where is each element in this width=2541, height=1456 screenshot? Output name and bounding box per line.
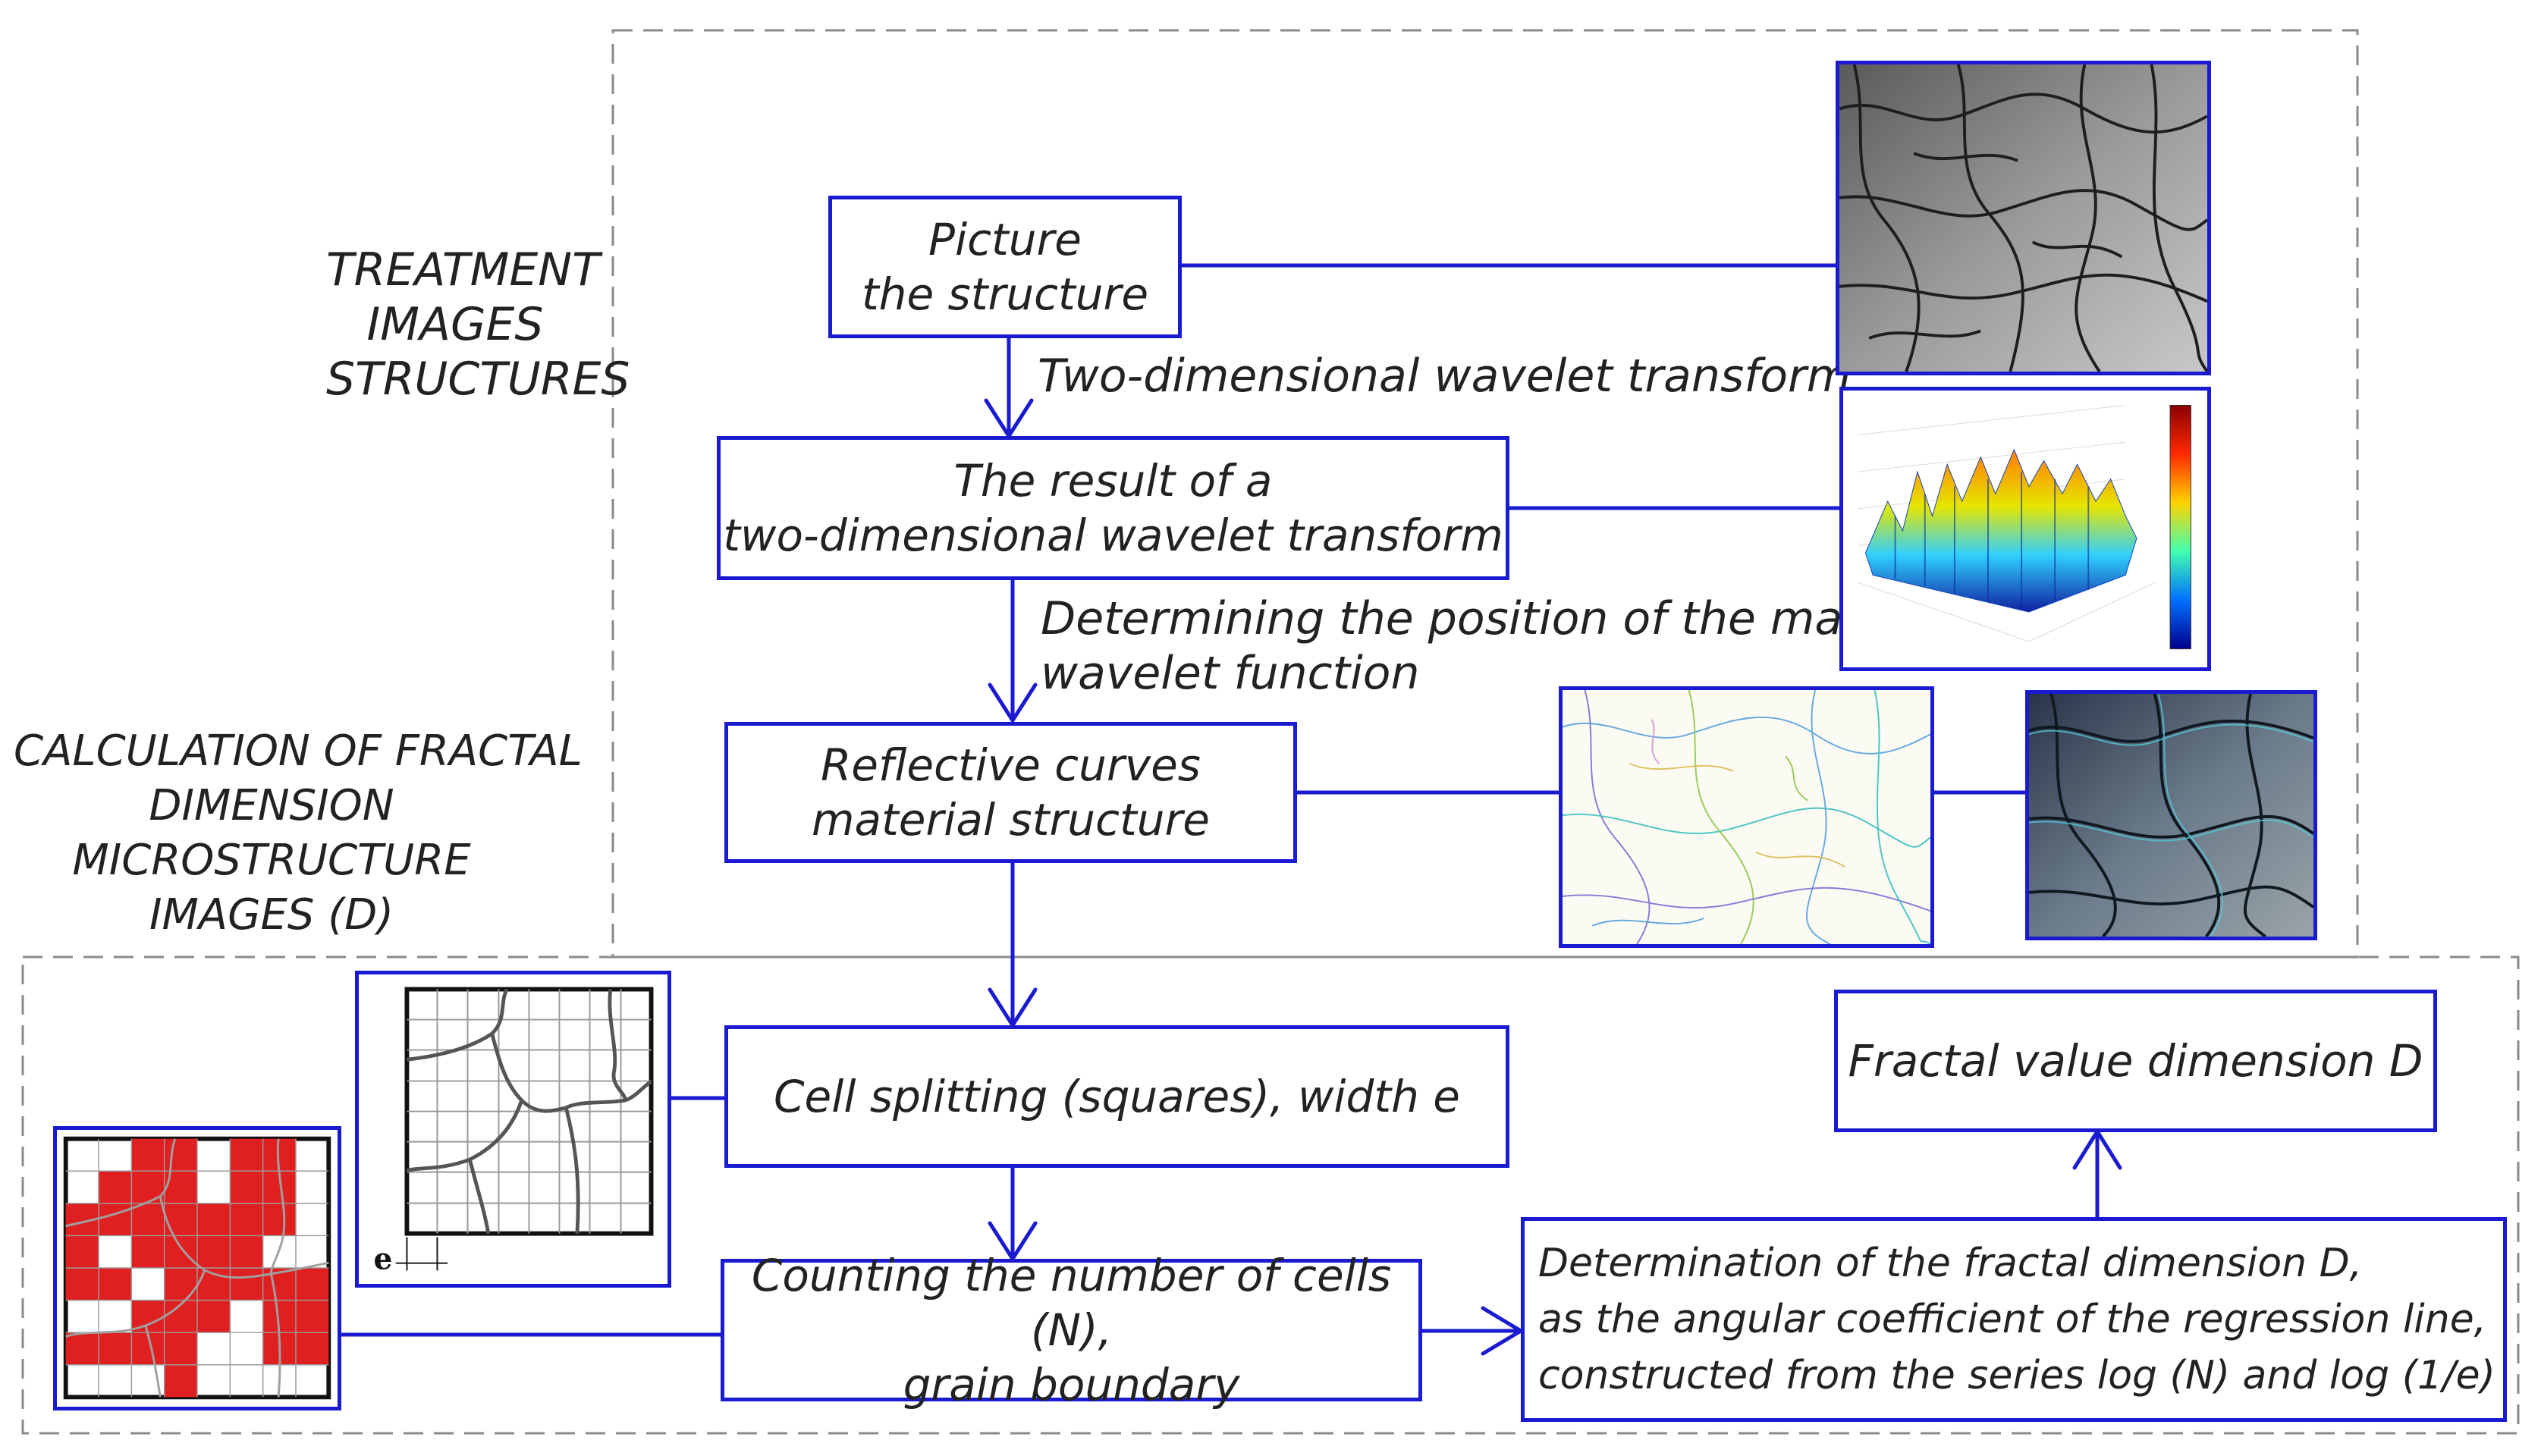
box-line: Determination of the fractal dimension D…	[1538, 1241, 2363, 1286]
counted-cell	[131, 1171, 165, 1203]
wavelet-transform-edge-label: Two-dimensional wavelet transform	[1038, 350, 1852, 403]
contour-overlay-image	[2025, 690, 2317, 940]
counted-cell	[65, 1235, 99, 1269]
counted-cell	[131, 1138, 165, 1172]
box-line: Counting the number of cells (N),	[751, 1250, 1392, 1356]
counted-cell	[164, 1203, 197, 1236]
box-line: as the angular coefficient of the regres…	[1538, 1297, 2487, 1342]
determination-box: Determination of the fractal dimension D…	[1521, 1217, 2507, 1422]
counted-cell	[230, 1268, 263, 1301]
counted-cell	[99, 1332, 132, 1365]
counted-cell	[197, 1235, 231, 1269]
box-line: constructed from the series log (N) and …	[1538, 1353, 2495, 1398]
counted-cell	[164, 1138, 197, 1172]
box-line: Reflective curves	[820, 739, 1201, 791]
counted-cells-image	[53, 1126, 341, 1410]
counted-cell	[197, 1203, 231, 1236]
reflective-curves-box: Reflective curves material structure	[724, 722, 1297, 863]
counted-cell	[295, 1332, 329, 1365]
counted-cell	[197, 1300, 231, 1333]
grid-width-label: e	[374, 1241, 393, 1276]
counted-cell	[99, 1268, 132, 1301]
calculation-label-line: IMAGES (D)	[149, 890, 394, 940]
treatment-label-line: IMAGES	[366, 298, 544, 351]
calculation-label-line: MICROSTRUCTURE	[72, 836, 471, 885]
counted-cell	[230, 1203, 263, 1236]
calculation-label-line: DIMENSION	[149, 781, 394, 830]
wavelet-result-box: The result of a two-dimensional wavelet …	[717, 436, 1509, 580]
box-line: Picture	[928, 214, 1082, 265]
box-line: The result of a	[953, 455, 1273, 507]
calculation-label-line: CALCULATION OF FRACTAL	[14, 726, 583, 776]
counted-cell	[65, 1332, 99, 1365]
counted-cell	[262, 1203, 296, 1236]
box-line: the structure	[861, 268, 1149, 320]
counted-cell	[164, 1332, 197, 1365]
box-line: Cell splitting (squares), width e	[774, 1071, 1460, 1122]
fractal-value-box: Fractal value dimension D	[1834, 990, 2437, 1132]
counted-cell	[164, 1235, 197, 1269]
counted-cell	[230, 1171, 263, 1203]
treatment-region-label: TREATMENT IMAGES STRUCTURES	[326, 243, 630, 406]
box-line: two-dimensional wavelet transform	[723, 510, 1503, 561]
reflective-contour-image	[1559, 686, 1934, 948]
treatment-label-line: STRUCTURES	[326, 353, 630, 406]
counted-cell	[164, 1268, 197, 1301]
box-line: grain boundary	[903, 1359, 1240, 1410]
treatment-label-line: TREATMENT	[326, 243, 600, 297]
counted-cell	[131, 1203, 165, 1236]
counted-cell	[230, 1138, 263, 1172]
grain-grid-image: e	[355, 971, 671, 1288]
wavelet-surface-plot	[1839, 387, 2211, 671]
micrograph-photo	[1836, 61, 2211, 375]
counted-cell	[295, 1300, 329, 1333]
edge-label-line: wavelet function	[1041, 647, 1420, 700]
counting-cells-box: Counting the number of cells (N), grain …	[721, 1250, 1422, 1410]
box-line: Fractal value dimension D	[1848, 1035, 2423, 1087]
box-line: material structure	[811, 794, 1210, 846]
calculation-region-label: CALCULATION OF FRACTAL DIMENSION MICROST…	[14, 724, 583, 943]
picture-structure-box: Picture the structure	[828, 196, 1182, 338]
counted-cell	[65, 1268, 99, 1301]
counted-cell	[99, 1171, 132, 1203]
calculation-region-frame	[21, 956, 2520, 1435]
counted-cell	[131, 1235, 165, 1269]
counted-cell	[230, 1235, 263, 1269]
cell-splitting-box: Cell splitting (squares), width e	[724, 1025, 1509, 1168]
counted-cell	[99, 1203, 132, 1236]
counted-cell	[164, 1364, 197, 1398]
counted-cell	[295, 1268, 329, 1301]
